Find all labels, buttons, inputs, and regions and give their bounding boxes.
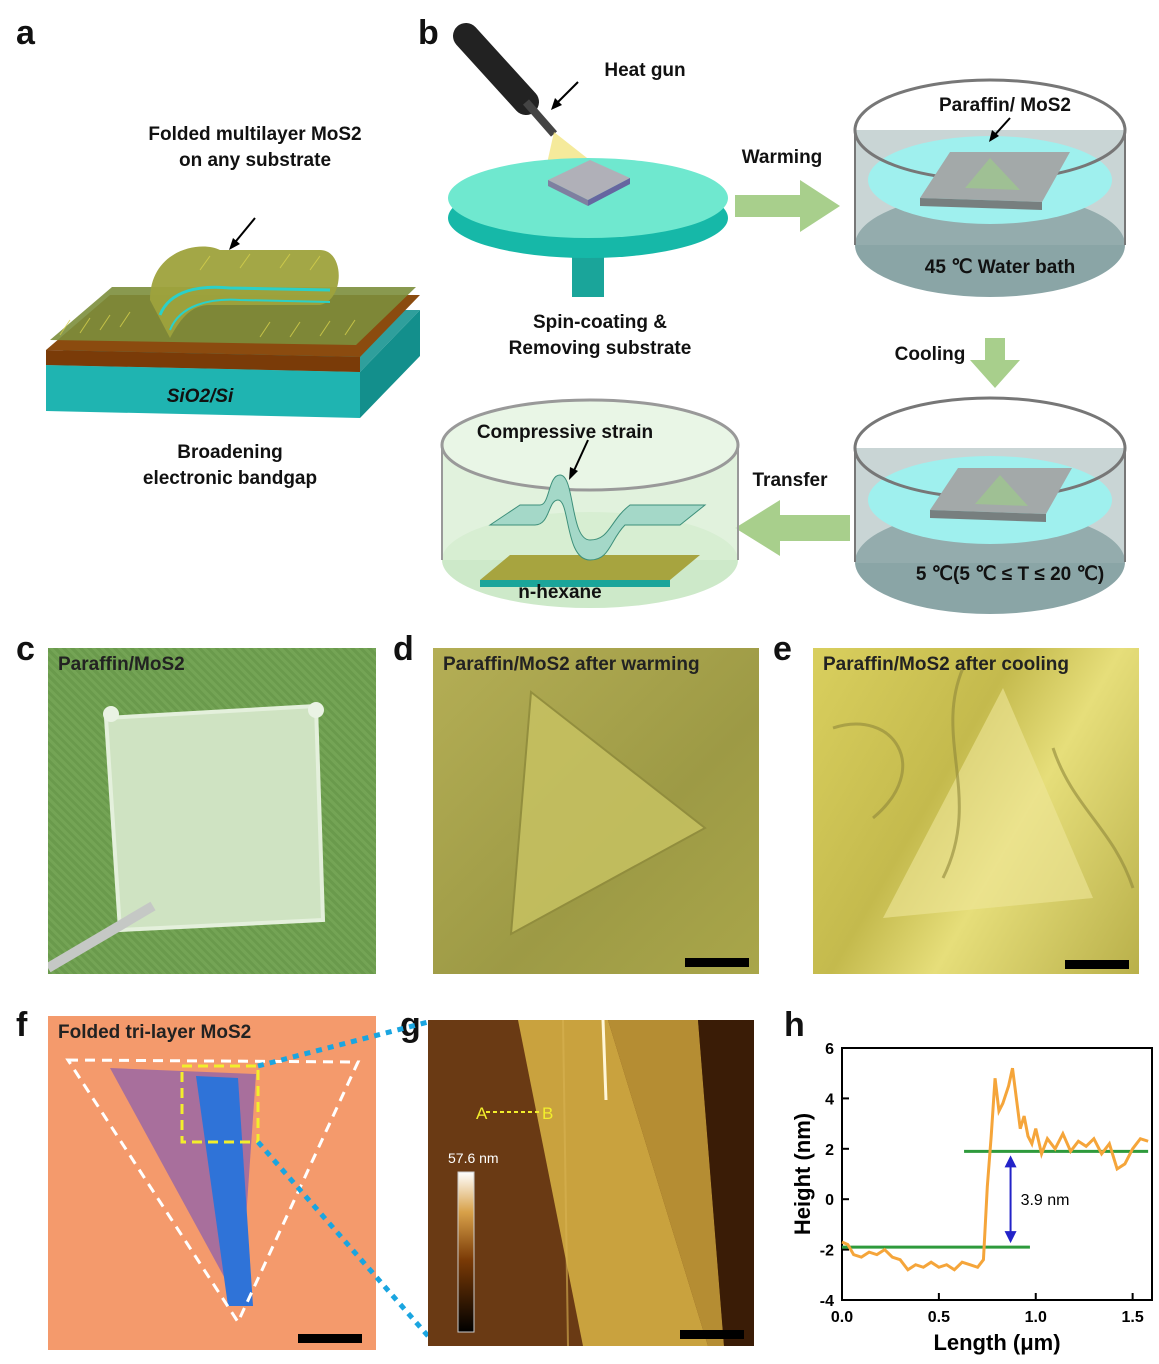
cold-bath-label: 5 ℃(5 ℃ ≤ T ≤ 20 ℃): [915, 564, 1105, 585]
folded-mos2-annotation: Folded multilayer MoS2 on any substrate: [148, 124, 362, 171]
y-tick-label: 4: [825, 1091, 834, 1108]
warming-label: Warming: [741, 147, 823, 168]
warming-arrow: [735, 180, 840, 232]
photo-g-afm: A B 57.6 nm: [428, 1020, 754, 1346]
y-tick-label: -2: [820, 1243, 834, 1260]
photo-c: Paraffin/MoS2: [48, 648, 376, 974]
substrate-label: SiO2/Si: [167, 386, 234, 407]
paraffin-mos2-label: Paraffin/ MoS2: [939, 95, 1071, 116]
folded-mos2-illustration: SiO2/Si: [46, 217, 420, 418]
photo-d-title: Paraffin/MoS2 after warming: [443, 654, 700, 675]
panel-letter-b: b: [418, 14, 439, 52]
x-tick-label: 0.5: [928, 1309, 950, 1326]
panel-letter-g: g: [400, 1006, 421, 1044]
series-line: [841, 1067, 1149, 1272]
heat-gun-label: Heat gun: [604, 60, 686, 81]
transfer-label: Transfer: [752, 470, 828, 491]
water-bath-label: 45 ℃ Water bath: [924, 257, 1076, 278]
afm-line-a: A: [476, 1104, 488, 1123]
x-tick-label: 0.0: [831, 1309, 853, 1326]
y-axis-label: Height (nm): [790, 1113, 815, 1235]
photo-e-title: Paraffin/MoS2 after cooling: [823, 654, 1069, 675]
panel-letter-e: e: [773, 630, 792, 668]
photo-e: Paraffin/MoS2 after cooling: [813, 648, 1139, 974]
x-tick-label: 1.0: [1025, 1309, 1047, 1326]
compressive-strain-label: Compressive strain: [476, 422, 654, 443]
y-tick-label: -4: [820, 1293, 834, 1310]
cooling-arrow: [970, 338, 1020, 388]
y-tick-label: 0: [825, 1192, 834, 1209]
colorbar-max-label: 57.6 nm: [448, 1150, 499, 1166]
afm-line-b: B: [542, 1104, 553, 1123]
scale-bar-d: [685, 958, 749, 967]
panel-letter-c: c: [16, 630, 35, 668]
hexane-label: n-hexane: [518, 582, 602, 603]
scale-bar-f: [298, 1334, 362, 1343]
panel-letter-h: h: [784, 1006, 805, 1044]
step-arrow: [1004, 1155, 1017, 1244]
panel-letter-a: a: [16, 14, 35, 52]
scale-bar-g: [680, 1330, 744, 1339]
arrow-head: [1004, 1231, 1017, 1244]
spin-coating-label-line2: Removing substrate: [508, 338, 692, 359]
bandgap-caption-line1: Broadening: [177, 442, 283, 463]
y-tick-label: 6: [825, 1041, 834, 1058]
scale-bar-e: [1065, 960, 1129, 969]
photo-d: Paraffin/MoS2 after warming: [433, 648, 759, 974]
bandgap-caption-line2: electronic bandgap: [142, 468, 318, 489]
photo-f: Folded tri-layer MoS2: [48, 1016, 376, 1350]
panel-letter-f: f: [16, 1006, 28, 1044]
cooling-label: Cooling: [894, 344, 966, 365]
photo-c-title: Paraffin/MoS2: [58, 654, 185, 675]
x-axis-label: Length (μm): [933, 1330, 1060, 1355]
spin-coating-label-line1: Spin-coating &: [532, 312, 668, 333]
panel-letter-d: d: [393, 630, 414, 668]
chart-frame: [841, 1047, 1153, 1301]
x-tick-label: 1.5: [1122, 1309, 1144, 1326]
process-schematic: [440, 23, 1127, 614]
arrow-head: [1004, 1155, 1017, 1168]
step-annotation: 3.9 nm: [1021, 1192, 1070, 1209]
y-tick-label: 2: [825, 1142, 834, 1159]
photo-f-title: Folded tri-layer MoS2: [58, 1022, 252, 1043]
transfer-arrow: [735, 500, 850, 556]
